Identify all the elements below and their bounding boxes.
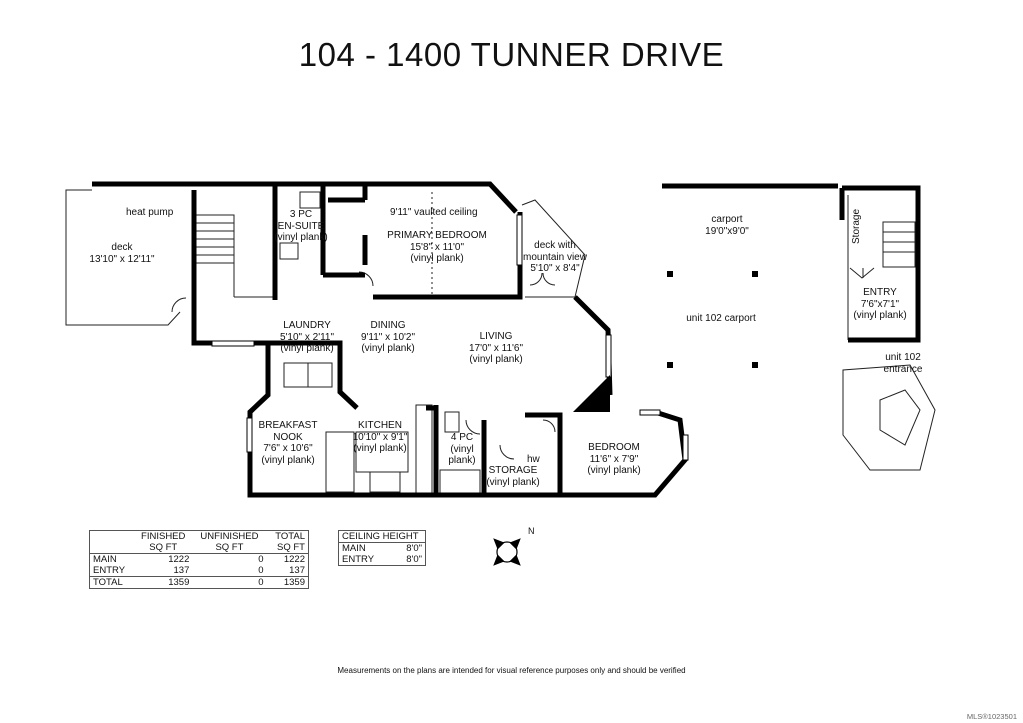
sqft-cell: 1222 [168,554,190,565]
storage-label: STORAGE(vinyl plank) [486,465,540,488]
hot-water-label: hw [527,454,540,465]
ceiling-cell: 8'0" [406,543,422,554]
table-row: MAIN 1222 0 1222 [90,554,309,566]
unit-102-carport-label: unit 102 carport [686,313,756,324]
compass-icon [493,538,521,566]
sqft-cell: 0 [192,565,267,577]
windows [211,214,689,461]
ceiling-cell: ENTRY [342,554,375,565]
table-row: MAIN 8'0" [339,543,426,555]
heat-pump-label: heat pump [126,207,174,218]
table-row: TOTAL 1359 0 1359 [90,577,309,589]
table-row: ENTRY 137 0 137 [89,565,309,577]
sqft-header-cell: SQ FT [266,542,309,554]
sqft-header-cell: SQ FT [134,542,193,554]
entry-storage-label: Storage [851,208,862,244]
sqft-cell: 137 [134,565,193,577]
table-row: ENTRY 8'0" [339,554,426,566]
sqft-header-cell [90,531,135,543]
sqft-cell: 0 [258,577,264,588]
thin-walls [65,189,936,496]
ceiling-height-table: CEILING HEIGHT MAIN 8'0" ENTRY 8'0" [338,530,426,566]
sqft-cell: MAIN [93,554,117,565]
sqft-cell: 1359 [283,577,305,588]
sqft-header-cell: SQ FT [192,542,267,554]
sqft-cell: ENTRY [89,565,135,577]
sqft-header-cell: TOTAL [275,531,305,542]
mls-number: MLS®1023501 [966,712,1017,721]
plan-title: 104 - 1400 TUNNER DRIVE [298,36,725,73]
square-footage-table: FINISHED UNFINISHED TOTAL SQ FT SQ FT SQ… [89,530,309,589]
sqft-cell: 1222 [283,554,305,565]
living-wall-notch [573,375,610,412]
sqft-cell: 1359 [168,577,190,588]
vaulted-ceiling-label: 9'11" vaulted ceiling [390,207,478,218]
carport-posts [667,271,758,368]
sqft-cell: TOTAL [93,577,123,588]
sqft-cell: 0 [258,554,264,565]
sqft-cell: 137 [266,565,309,577]
sqft-header-cell: FINISHED [141,531,186,542]
sqft-header-cell: UNFINISHED [200,531,259,542]
sqft-header-cell [89,542,135,554]
ceiling-cell: 8'0" [406,554,422,565]
compass-north-label: N [528,526,535,536]
disclaimer-text: Measurements on the plans are intended f… [337,666,686,675]
ceiling-header: CEILING HEIGHT [338,530,426,543]
ceiling-cell: MAIN [342,543,366,554]
